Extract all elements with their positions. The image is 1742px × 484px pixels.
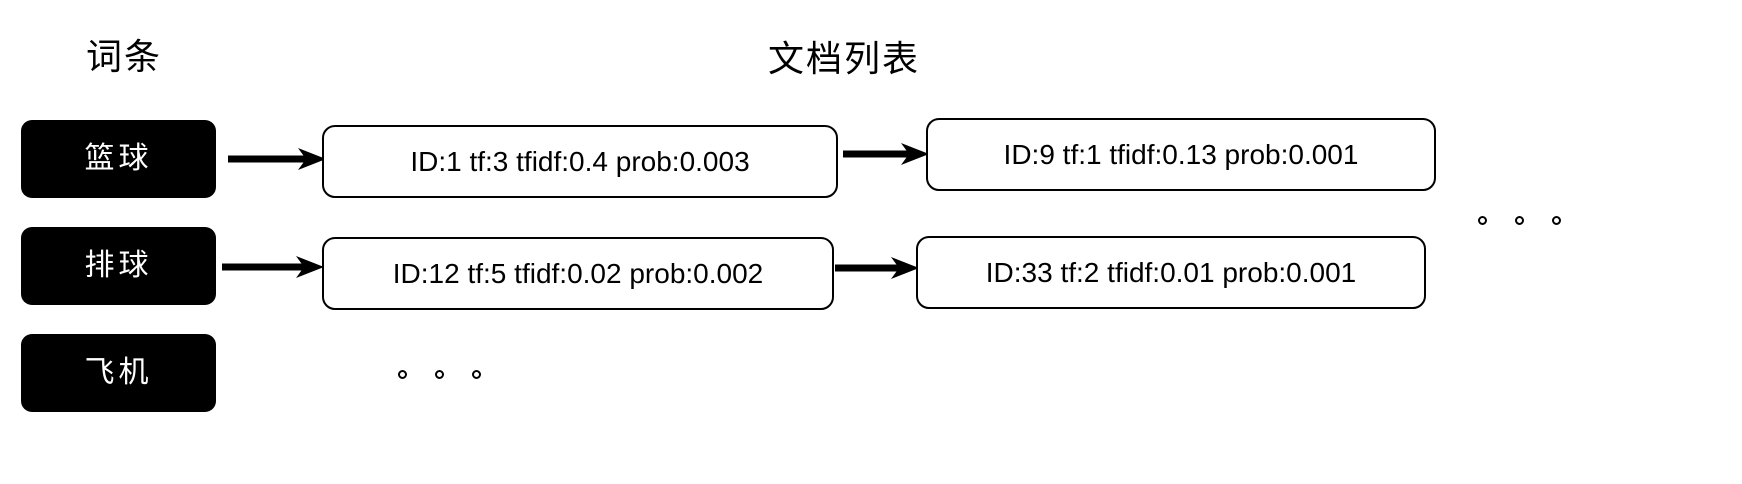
arrow-term-0-to-doc-0 <box>228 146 328 172</box>
ellipsis-more-documents-bottom <box>398 370 481 379</box>
document-box-1-1[interactable]: ID:33 tf:2 tfidf:0.01 prob:0.001 <box>916 236 1426 309</box>
ellipsis-dot-icon <box>1552 216 1561 225</box>
ellipsis-dot-icon <box>472 370 481 379</box>
documents-column-heading: 文档列表 <box>768 39 921 79</box>
document-label-0-0: ID:1 tf:3 tfidf:0.4 prob:0.003 <box>410 145 750 177</box>
document-label-1-1: ID:33 tf:2 tfidf:0.01 prob:0.001 <box>985 256 1357 288</box>
terms-column-heading: 词条 <box>86 37 163 77</box>
document-box-1-0[interactable]: ID:12 tf:5 tfidf:0.02 prob:0.002 <box>322 237 834 310</box>
term-label-0: 篮球 <box>84 142 153 175</box>
document-box-0-0[interactable]: ID:1 tf:3 tfidf:0.4 prob:0.003 <box>322 125 838 198</box>
arrow-doc-1-0-to-doc-1-1 <box>835 255 921 281</box>
ellipsis-dot-icon <box>1515 216 1524 225</box>
document-label-0-1: ID:9 tf:1 tfidf:0.13 prob:0.001 <box>1003 138 1359 170</box>
ellipsis-dot-icon <box>398 370 407 379</box>
arrow-doc-0-to-doc-1 <box>843 141 931 167</box>
term-label-1: 排球 <box>84 249 153 282</box>
document-label-1-0: ID:12 tf:5 tfidf:0.02 prob:0.002 <box>392 257 764 289</box>
term-box-2[interactable]: 飞机 <box>21 334 216 412</box>
ellipsis-dot-icon <box>435 370 444 379</box>
ellipsis-more-rows-right <box>1478 216 1561 225</box>
term-box-1[interactable]: 排球 <box>21 227 216 305</box>
ellipsis-dot-icon <box>1478 216 1487 225</box>
term-label-2: 飞机 <box>84 356 153 389</box>
arrow-term-1-to-doc-0 <box>222 254 326 280</box>
document-box-0-1[interactable]: ID:9 tf:1 tfidf:0.13 prob:0.001 <box>926 118 1436 191</box>
term-box-0[interactable]: 篮球 <box>21 120 216 198</box>
